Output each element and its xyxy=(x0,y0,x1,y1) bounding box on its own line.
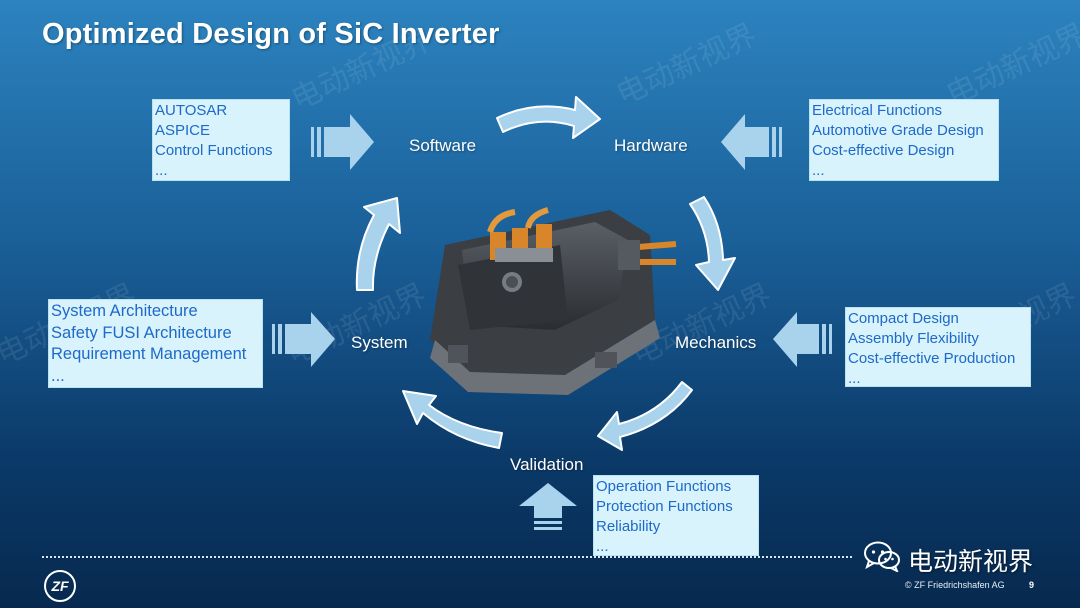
hardware-item-2: Automotive Grade Design xyxy=(812,121,996,141)
node-label-hardware: Hardware xyxy=(614,136,688,156)
hardware-item-3: Cost-effective Design xyxy=(812,141,996,161)
validation-item-1: Operation Functions xyxy=(596,477,756,497)
system-requirements-box: System Architecture Safety FUSI Architec… xyxy=(48,299,263,388)
node-label-software: Software xyxy=(409,136,476,156)
mechanics-requirements-box: Compact Design Assembly Flexibility Cost… xyxy=(845,307,1031,387)
mechanics-item-more: ... xyxy=(848,369,1028,389)
input-arrow-software xyxy=(311,114,374,170)
validation-item-more: ... xyxy=(596,537,756,557)
cycle-arrow-mechanics-to-validation xyxy=(598,382,692,450)
input-arrow-mechanics xyxy=(773,312,832,367)
node-label-validation: Validation xyxy=(510,455,583,475)
software-item-2: ASPICE xyxy=(155,121,287,141)
zf-logo: ZF xyxy=(44,570,76,602)
sic-inverter-image xyxy=(430,210,676,395)
software-requirements-box: AUTOSAR ASPICE Control Functions ... xyxy=(152,99,290,181)
system-item-3: Requirement Management xyxy=(51,344,260,366)
system-item-more: ... xyxy=(51,366,260,388)
validation-requirements-box: Operation Functions Protection Functions… xyxy=(593,475,759,556)
page-number: 9 xyxy=(1029,580,1034,590)
software-item-1: AUTOSAR xyxy=(155,101,287,121)
wechat-icon xyxy=(863,540,901,572)
software-item-3: Control Functions xyxy=(155,141,287,161)
hardware-item-1: Electrical Functions xyxy=(812,101,996,121)
system-item-2: Safety FUSI Architecture xyxy=(51,323,260,345)
mechanics-item-1: Compact Design xyxy=(848,309,1028,329)
input-arrow-hardware xyxy=(721,114,782,170)
cycle-arrow-software-to-hardware xyxy=(497,97,600,138)
node-label-system: System xyxy=(351,333,408,353)
copyright-text: © ZF Friedrichshafen AG xyxy=(905,580,1005,590)
hardware-item-more: ... xyxy=(812,161,996,181)
cycle-arrow-hardware-to-mechanics xyxy=(690,197,735,290)
software-item-more: ... xyxy=(155,161,287,181)
hardware-requirements-box: Electrical Functions Automotive Grade De… xyxy=(809,99,999,181)
cycle-arrow-system-to-software xyxy=(357,198,400,290)
input-arrow-system xyxy=(272,312,335,367)
mechanics-item-2: Assembly Flexibility xyxy=(848,329,1028,349)
mechanics-item-3: Cost-effective Production xyxy=(848,349,1028,369)
system-item-1: System Architecture xyxy=(51,301,260,323)
footer-divider xyxy=(42,556,852,558)
cycle-arrow-validation-to-system xyxy=(403,391,502,448)
input-arrow-validation xyxy=(519,483,577,530)
validation-item-3: Reliability xyxy=(596,517,756,537)
watermark-text: 电动新视界 xyxy=(908,542,1033,578)
node-label-mechanics: Mechanics xyxy=(675,333,756,353)
validation-item-2: Protection Functions xyxy=(596,497,756,517)
